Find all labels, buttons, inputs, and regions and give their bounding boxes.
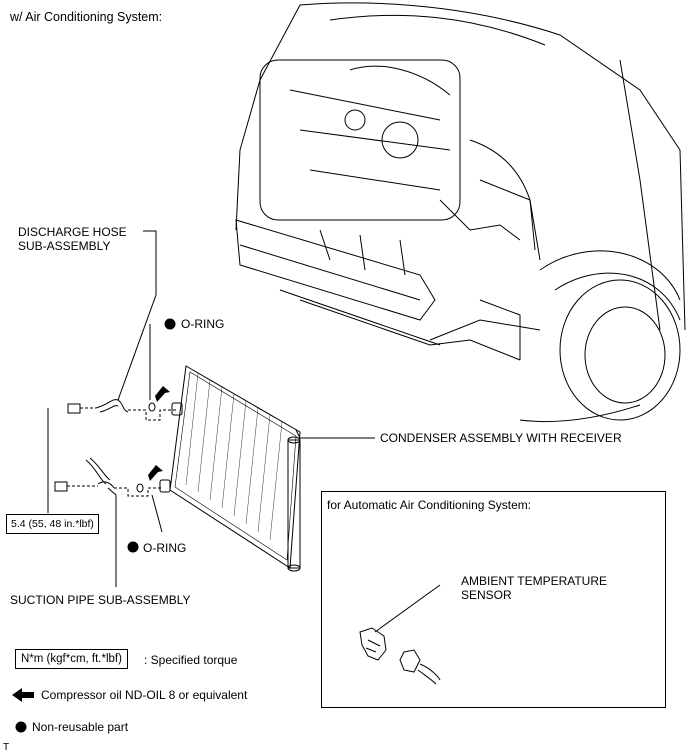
legend-torque-desc: : Specified torque [144,653,238,667]
suction-pipe-label: SUCTION PIPE SUB-ASSEMBLY [10,593,191,607]
condenser-label: CONDENSER ASSEMBLY WITH RECEIVER [380,431,622,445]
torque-value-box: 5.4 (55, 48 in.*lbf) [6,514,99,534]
discharge-hose-label-line1: DISCHARGE HOSE [18,225,127,239]
legend-torque-unit: N*m (kgf*cm, ft.*lbf) [21,653,122,665]
figure-code: T [3,742,10,753]
non-reusable-dot-icon [127,541,139,553]
legend-nonreusable-desc: Non-reusable part [32,720,129,734]
legend-torque-unit-box: N*m (kgf*cm, ft.*lbf) [15,649,128,669]
non-reusable-dot-icon [15,721,27,733]
automatic-ac-inset: for Automatic Air Conditioning System: A… [321,491,666,708]
oring-bottom-label: O-RING [143,541,187,555]
vehicle-front-illustration [235,2,686,423]
ambient-sensor-label-line2: SENSOR [461,588,512,602]
page-title: w/ Air Conditioning System: [10,10,163,24]
condenser-assembly-illustration [169,365,306,572]
ambient-sensor-label: AMBIENT TEMPERATURE SENSOR [461,574,607,602]
ambient-sensor-label-line1: AMBIENT TEMPERATURE [461,574,608,588]
non-reusable-dot-icon [164,318,176,330]
piping-illustration [54,399,183,497]
legend-oil-desc: Compressor oil ND-OIL 8 or equivalent [41,688,248,702]
discharge-hose-label-line2: SUB-ASSEMBLY [18,239,111,253]
inset-title: for Automatic Air Conditioning System: [327,498,532,512]
compressor-oil-arrow-icon [148,465,163,481]
leader-lines [47,230,375,587]
torque-value: 5.4 (55, 48 in.*lbf) [11,518,94,530]
compressor-oil-arrow-icon [12,688,34,702]
discharge-hose-label: DISCHARGE HOSE SUB-ASSEMBLY [18,225,127,253]
compressor-oil-arrow-icon [155,386,170,402]
oring-top-label: O-RING [181,317,225,331]
ambient-sensor-illustration [359,584,441,685]
